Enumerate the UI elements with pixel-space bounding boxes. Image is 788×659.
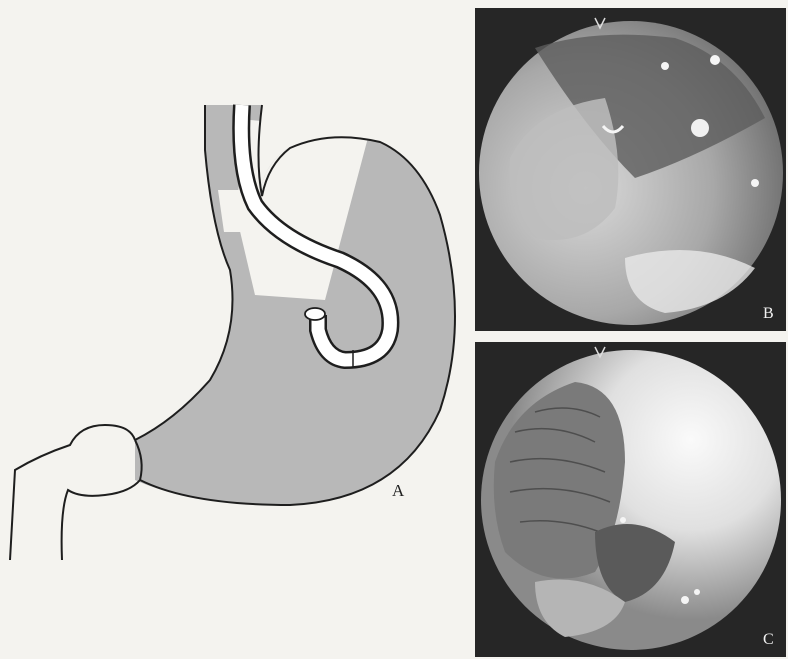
duodenum <box>10 425 142 560</box>
stomach-diagram-panel: A <box>0 0 470 659</box>
panel-label-a: A <box>392 481 404 501</box>
endoscopic-image-c: C <box>475 342 786 657</box>
endoscopic-image-b: B <box>475 8 786 331</box>
panel-label-c: C <box>763 631 774 649</box>
endoscopic-view-c <box>475 342 786 657</box>
endoscopic-view-b <box>475 8 786 331</box>
panel-label-b: B <box>763 305 774 323</box>
stomach-shading <box>135 105 455 505</box>
stomach-diagram <box>0 0 470 659</box>
